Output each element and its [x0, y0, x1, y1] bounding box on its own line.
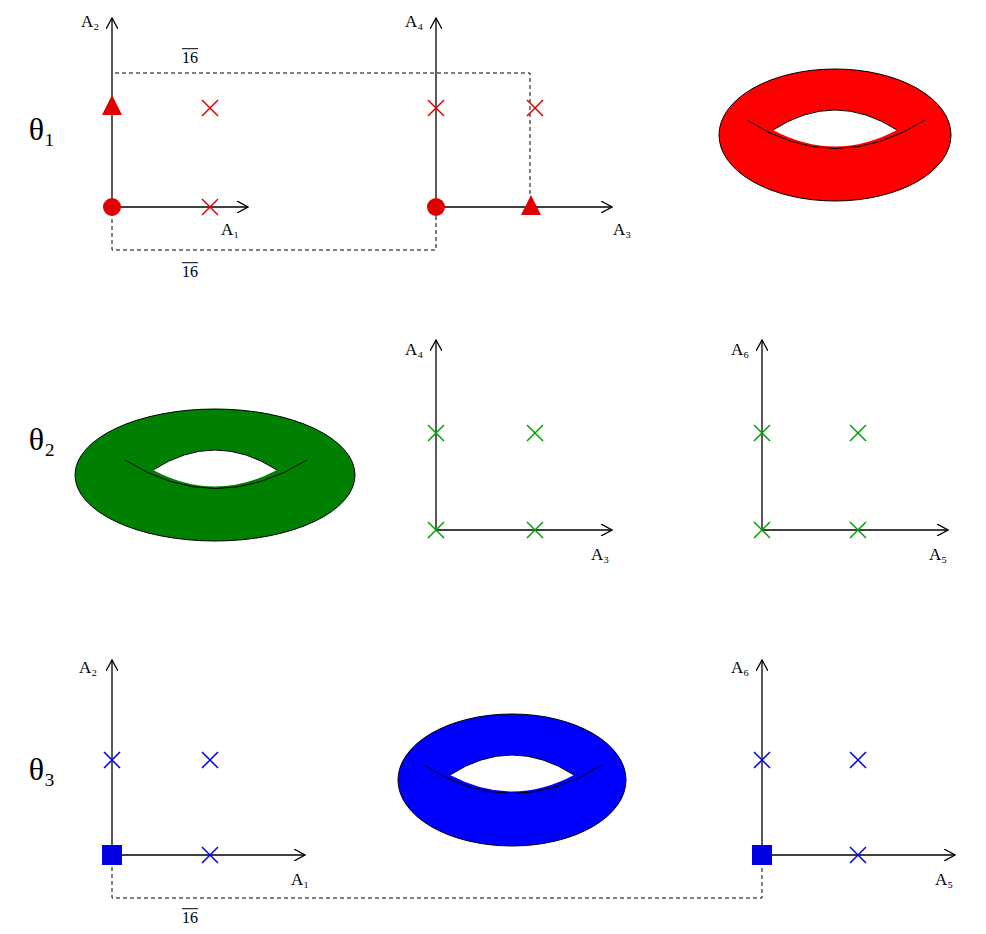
axis-label: A₃	[589, 546, 611, 565]
twist-label: θ₁	[27, 112, 57, 147]
axis-label: A₁	[289, 871, 311, 890]
axis-label: A₄	[403, 13, 425, 32]
twist-label: θ₂	[27, 422, 57, 457]
representation-label: 16	[180, 909, 200, 927]
dashed-bracket	[112, 73, 762, 898]
torus	[719, 69, 951, 201]
axis-label: A₄	[403, 341, 425, 360]
axis-label: A₂	[77, 659, 99, 678]
axis-label: A₅	[927, 546, 949, 565]
fixed-point-marks	[428, 425, 866, 538]
representation-label: 16	[180, 263, 200, 281]
fixed-point-marks	[102, 95, 543, 216]
axis-label: A₆	[729, 341, 751, 360]
torus	[398, 714, 626, 846]
axis-label: A₅	[933, 871, 955, 890]
torus	[75, 409, 355, 541]
axis-label: A₂	[79, 13, 101, 32]
axis-label: A₆	[729, 659, 751, 678]
representation-label: 16	[180, 49, 200, 67]
twist-label: θ₃	[27, 752, 57, 787]
axis-label: A₁	[219, 221, 241, 240]
axis-label: A₃	[611, 221, 633, 240]
